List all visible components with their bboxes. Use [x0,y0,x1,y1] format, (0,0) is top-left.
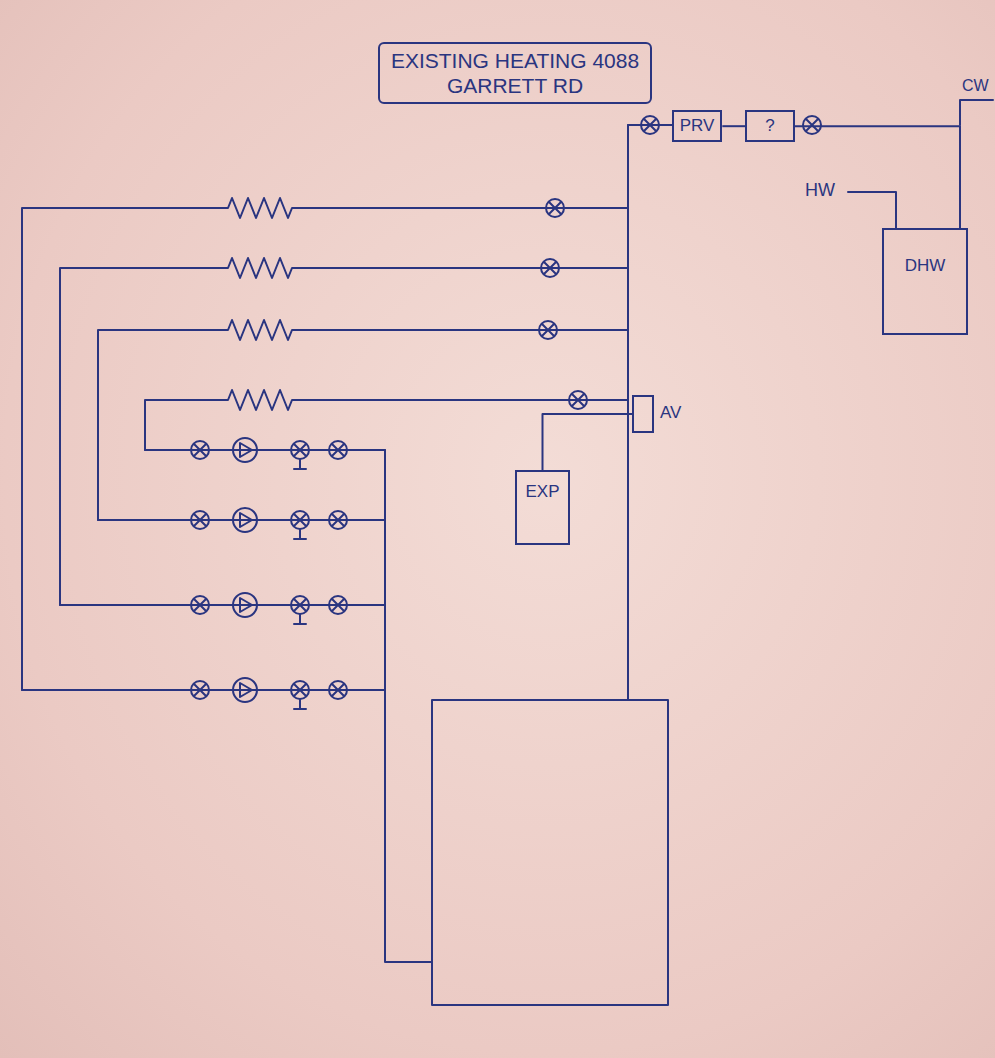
boiler-box [432,700,668,1005]
valve-symbol [546,199,564,217]
valve-symbol [329,441,347,459]
valve-symbol [191,441,209,459]
valve-symbol [191,681,209,699]
valve-symbol [291,441,309,459]
title: EXISTING HEATING 4088 GARRETT RD [378,42,652,104]
valve-symbol [291,511,309,529]
valve-symbol [191,596,209,614]
air-vent: AV [632,395,654,433]
drain-symbol [294,699,306,709]
valve-symbol [191,511,209,529]
cold-water-pipe [960,100,993,125]
drain-symbol [294,459,306,469]
node-text: AV [660,403,681,423]
return-pipe [385,450,432,962]
pipe-connector [795,126,960,228]
drain-symbol [294,614,306,624]
node-text: DHW [905,256,946,276]
prv-valve-box: PRV [672,110,723,142]
pipe-connector [543,414,633,470]
pump-symbol [233,593,257,617]
pump-line [22,450,385,690]
valve-symbol [539,321,557,339]
valve-symbol [569,391,587,409]
radiator-loop [145,390,628,450]
hot-water-pipe [848,192,896,228]
radiator-loop [22,198,628,690]
dhw-tank: DHW [882,228,968,335]
valve-symbol [329,511,347,529]
valve-symbol [803,116,821,134]
drain-symbol [294,529,306,539]
pipe-label: CW [962,76,989,95]
pipe-label: HW [805,180,835,202]
pump-symbol [233,438,257,462]
node-text: EXP [525,482,559,502]
valve-symbol [291,681,309,699]
supply-pipe [627,125,629,700]
unknown-device-box: ? [745,110,795,142]
valve-symbol [291,596,309,614]
valve-symbol [541,259,559,277]
radiator-loop [98,320,628,520]
valve-symbol [329,681,347,699]
pump-symbol [233,508,257,532]
valve-symbol [641,116,659,134]
expansion-tank: EXP [515,470,570,545]
air-vent-symbol [632,395,654,433]
valve-symbol [329,596,347,614]
node-text: PRV [680,116,715,136]
pipe-connector [722,125,745,127]
pump-symbol [233,678,257,702]
node-text: ? [765,116,774,136]
